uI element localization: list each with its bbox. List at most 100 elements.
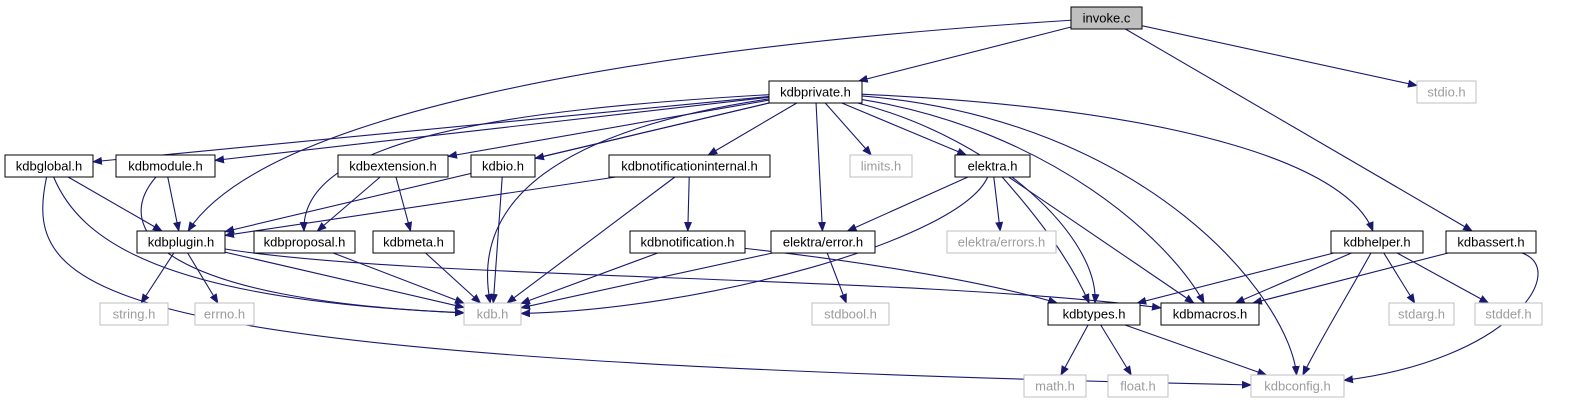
node-box (1107, 374, 1169, 398)
node-stdbool-h: stdbool.h (811, 302, 890, 326)
edge-kdbnotificationinternal-h-to-kdb-h (506, 176, 676, 304)
edge-kdbio-h-to-kdb-h (489, 176, 503, 304)
node-label: elektra/error.h (783, 235, 863, 250)
node-kdbassert-h[interactable]: kdbassert.h (1445, 230, 1537, 254)
edge-kdbmodule-h-to-kdb-h (140, 176, 465, 317)
edge-elektra-h-to-kdb-h (520, 176, 989, 318)
edge-invoke-c-to-stdio-h (1141, 25, 1418, 88)
node-label: string.h (113, 307, 156, 322)
node-label: kdbglobal.h (16, 159, 83, 174)
node-stdarg-h: stdarg.h (1388, 302, 1455, 326)
node-label: stdio.h (1427, 85, 1465, 100)
node-kdbproposal-h[interactable]: kdbproposal.h (253, 230, 356, 254)
node-kdbnotification-h[interactable]: kdbnotification.h (629, 230, 746, 254)
edge-kdbtypes-h-to-kdbconfig-h (1124, 324, 1268, 376)
node-kdbhelper-h[interactable]: kdbhelper.h (1330, 230, 1424, 254)
edge-kdbtypes-h-to-float-h (1100, 324, 1132, 376)
edge-kdbhelper-h-to-stdarg-h (1383, 252, 1416, 304)
node-label: kdbproposal.h (264, 235, 346, 250)
edge-kdbmeta-h-to-kdb-h (425, 252, 482, 304)
edge-kdbextension-h-to-kdbproposal-h (316, 176, 381, 232)
edge-invoke-c-to-kdbprivate-h (857, 26, 1072, 83)
edge-kdbprivate-h-to-kdb-h (484, 98, 770, 304)
node-label: invoke.c (1083, 11, 1131, 26)
edge-kdbproposal-h-to-kdb-h (333, 252, 465, 304)
edge-kdbhelper-h-to-kdbconfig-h (1302, 252, 1372, 376)
node-label: math.h (1035, 379, 1075, 394)
node-box (470, 154, 536, 178)
node-kdbmacros-h[interactable]: kdbmacros.h (1160, 302, 1260, 326)
node-box (337, 154, 449, 178)
edge-kdbglobal-h-to-kdbplugin-h (67, 176, 163, 232)
edge-elektra-h-to-elektra-error-h (846, 176, 969, 232)
edge-kdbprivate-h-to-kdbmacros-h (861, 98, 1205, 304)
node-label: kdbassert.h (1457, 235, 1524, 250)
edge-kdbextension-h-to-kdbmeta-h (395, 176, 413, 232)
node-box (99, 302, 169, 326)
node-elektra-h[interactable]: elektra.h (954, 154, 1031, 178)
dependency-edges (42, 19, 1539, 389)
node-box (770, 230, 876, 254)
node-box (1330, 230, 1424, 254)
node-kdbmodule-h[interactable]: kdbmodule.h (115, 154, 216, 178)
node-kdbextension-h[interactable]: kdbextension.h (337, 154, 449, 178)
node-label: stdarg.h (1398, 307, 1445, 322)
node-box (811, 302, 890, 326)
node-label: kdbmodule.h (128, 159, 202, 174)
node-stdio-h: stdio.h (1416, 80, 1477, 104)
edge-kdbprivate-h-to-kdbconfig-h (861, 95, 1300, 376)
node-kdbglobal-h[interactable]: kdbglobal.h (4, 154, 94, 178)
node-box (946, 230, 1057, 254)
edge-kdbhelper-h-to-stddef-h (1396, 252, 1490, 304)
node-box (115, 154, 216, 178)
edge-invoke-c-to-kdbplugin-h (187, 19, 1072, 232)
node-label: stddef.h (1485, 307, 1531, 322)
node-box (954, 154, 1031, 178)
edge-kdbprivate-h-to-elektra-h (841, 102, 968, 156)
edge-kdbnotificationinternal-h-to-kdbplugin-h (224, 176, 616, 239)
edge-elektra-error-h-to-stdbool-h (826, 252, 847, 304)
node-label: kdbtypes.h (1063, 307, 1126, 322)
node-box (372, 230, 455, 254)
node-kdbprivate-h[interactable]: kdbprivate.h (768, 80, 863, 104)
node-label: kdbio.h (482, 159, 524, 174)
node-box (253, 230, 356, 254)
edge-kdbprivate-h-to-kdbmodule-h (214, 96, 770, 164)
node-kdbplugin-h[interactable]: kdbplugin.h (136, 230, 226, 254)
edge-kdbhelper-h-to-kdbmacros-h (1234, 252, 1352, 304)
node-box (608, 154, 771, 178)
edge-kdbprivate-h-to-kdbglobal-h (92, 95, 770, 165)
edge-elektra-error-h-to-kdb-h (520, 252, 773, 310)
node-kdbmeta-h[interactable]: kdbmeta.h (372, 230, 455, 254)
node-label: kdbnotification.h (641, 235, 735, 250)
edge-kdbprivate-h-to-kdbtypes-h (857, 102, 1100, 304)
header-nodes: invoke.c kdbprivate.h stdio.h kdbglobal.h kd… (4, 6, 1543, 398)
node-label: kdbextension.h (349, 159, 436, 174)
node-errno-h: errno.h (194, 302, 255, 326)
node-label: stdbool.h (824, 307, 877, 322)
node-box (194, 302, 255, 326)
node-kdbio-h[interactable]: kdbio.h (470, 154, 536, 178)
node-box (1445, 230, 1537, 254)
node-math-h: math.h (1023, 374, 1087, 398)
node-float-h: float.h (1107, 374, 1169, 398)
edge-kdbprivate-h-to-elektra-error-h (815, 102, 826, 232)
edge-kdbprivate-h-to-kdbproposal-h (299, 94, 770, 232)
edge-kdbnotificationinternal-h-to-kdbnotification-h (684, 176, 693, 232)
node-invoke-c[interactable]: invoke.c (1070, 6, 1143, 30)
node-label: kdbhelper.h (1343, 235, 1410, 250)
node-label: kdbconfig.h (1264, 379, 1331, 394)
edge-kdbplugin-h-to-string-h (140, 252, 175, 304)
edge-kdbnotification-h-to-kdb-h (520, 252, 658, 305)
edge-kdbassert-h-to-kdbmacros-h (1251, 252, 1449, 305)
node-limits-h: limits.h (849, 154, 913, 178)
edge-kdbprivate-h-to-kdbextension-h (447, 99, 770, 159)
node-elektra-error-h[interactable]: elektra/error.h (770, 230, 876, 254)
node-label: kdbmacros.h (1173, 307, 1247, 322)
node-kdbtypes-h[interactable]: kdbtypes.h (1047, 302, 1141, 326)
edge-kdbprivate-h-to-kdbnotificationinternal-h (707, 102, 798, 156)
node-kdbnotificationinternal-h[interactable]: kdbnotificationinternal.h (608, 154, 771, 178)
node-box (136, 230, 226, 254)
node-label: elektra/errors.h (958, 235, 1045, 250)
